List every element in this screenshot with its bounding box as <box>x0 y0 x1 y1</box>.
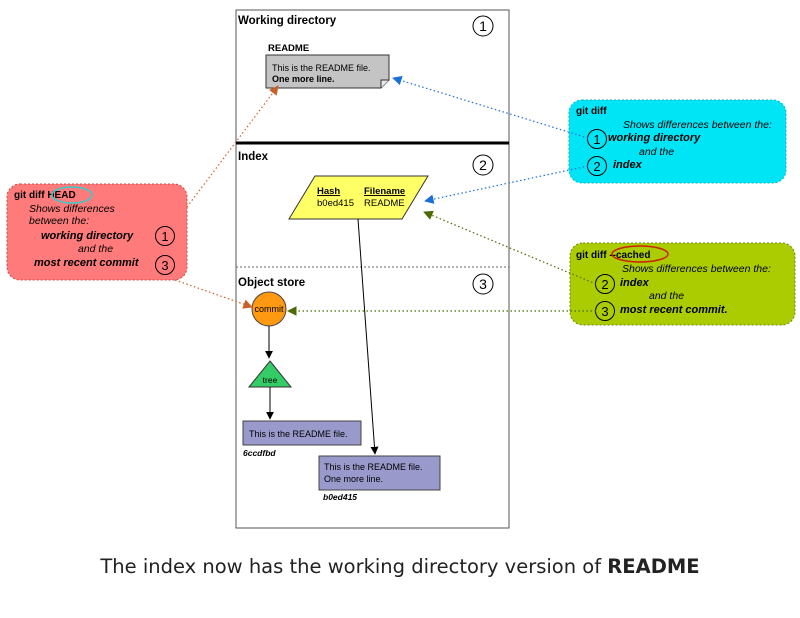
git-diff-head-badge-3 <box>155 255 175 275</box>
git-diff-desc: Shows differences between the: <box>623 119 772 131</box>
cached-highlight-ring <box>611 245 669 263</box>
number-badge-3: 3 <box>472 273 494 295</box>
git-diff-head-to-commit-arrow <box>174 279 253 309</box>
git-diff-head-badge-1-num: 1 <box>161 229 168 244</box>
git-diff-head-badge-1 <box>155 226 175 246</box>
index-hash-value: b0ed415 <box>317 198 354 209</box>
blob-b0ed415-hash: b0ed415 <box>323 492 357 502</box>
svg-text:1: 1 <box>479 18 487 34</box>
index-hash-header: Hash <box>317 186 340 197</box>
caption-bold: README <box>607 555 700 578</box>
git-diff-badge-1-num: 1 <box>593 132 600 147</box>
object-store-title: Object store <box>238 277 305 289</box>
git-diff-head-to-readme-arrow <box>186 85 279 208</box>
git-diff-title: git diff <box>576 106 607 117</box>
caption: The index now has the working directory … <box>0 555 800 578</box>
commit-label: commit <box>255 304 284 314</box>
git-diff-cached-desc: Shows differences between the: <box>622 263 771 275</box>
git-diff-head-and: and the <box>78 243 113 255</box>
blob-6ccdfbd-text: This is the README file. <box>249 429 348 439</box>
blob-b0ed415-line1: This is the README file. <box>324 462 423 472</box>
git-diff-cached-callout <box>569 242 796 326</box>
git-diff-item2: index <box>613 159 643 171</box>
git-diff-cached-item2: index <box>620 277 650 289</box>
svg-text:2: 2 <box>479 157 487 173</box>
git-diff-head-title: git diff HEAD <box>14 190 76 201</box>
readme-file-fold <box>380 79 389 88</box>
readme-file-line2: One more line. <box>272 74 335 84</box>
head-highlight-ring <box>51 186 93 204</box>
git-diff-cached-to-index-arrow <box>423 210 597 285</box>
git-diff-and: and the <box>639 146 674 158</box>
readme-file-label: README <box>268 43 309 54</box>
git-diff-cached-and: and the <box>649 290 684 302</box>
git-diff-cached-badge-3-num: 3 <box>601 304 608 319</box>
index-title: Index <box>238 151 269 163</box>
caption-text: The index now has the working directory … <box>100 555 608 578</box>
index-to-blob-arrow <box>357 218 379 455</box>
git-diff-head-callout <box>6 183 188 281</box>
git-diff-head-badge-3-num: 3 <box>161 258 168 273</box>
blob-b0ed415 <box>318 455 441 491</box>
working-directory-title: Working directory <box>238 15 337 27</box>
index-filename-header: Filename <box>364 186 405 197</box>
git-diff-cached-item3: most recent commit. <box>620 304 728 316</box>
git-diff-head-desc2: between the: <box>29 215 89 227</box>
git-diff-callout <box>568 99 787 184</box>
blob-6ccdfbd-hash: 6ccdfbd <box>243 448 276 458</box>
tree-label: tree <box>263 375 278 385</box>
git-diff-head-desc1: Shows differences <box>29 203 116 215</box>
git-diff-badge-1 <box>587 129 607 149</box>
index-entry <box>288 175 429 220</box>
git-diff-item1: working directory <box>608 132 701 144</box>
git-diff-cached-badge-2-num: 2 <box>601 277 608 292</box>
git-diff-badge-2-num: 2 <box>593 159 600 174</box>
index-filename-value: README <box>364 198 405 209</box>
blob-b0ed415-line2: One more line. <box>324 474 383 484</box>
number-badge-2: 2 <box>472 154 494 176</box>
readme-file-line1: This is the README file. <box>272 63 371 73</box>
number-badge-1: 1 <box>472 15 494 37</box>
git-diff-cached-title: git diff --cached <box>576 250 650 261</box>
blob-6ccdfbd <box>242 420 362 446</box>
svg-text:3: 3 <box>479 276 487 292</box>
git-diff-head-item1: working directory <box>41 230 134 242</box>
git-diff-head-item3: most recent commit <box>34 257 140 269</box>
